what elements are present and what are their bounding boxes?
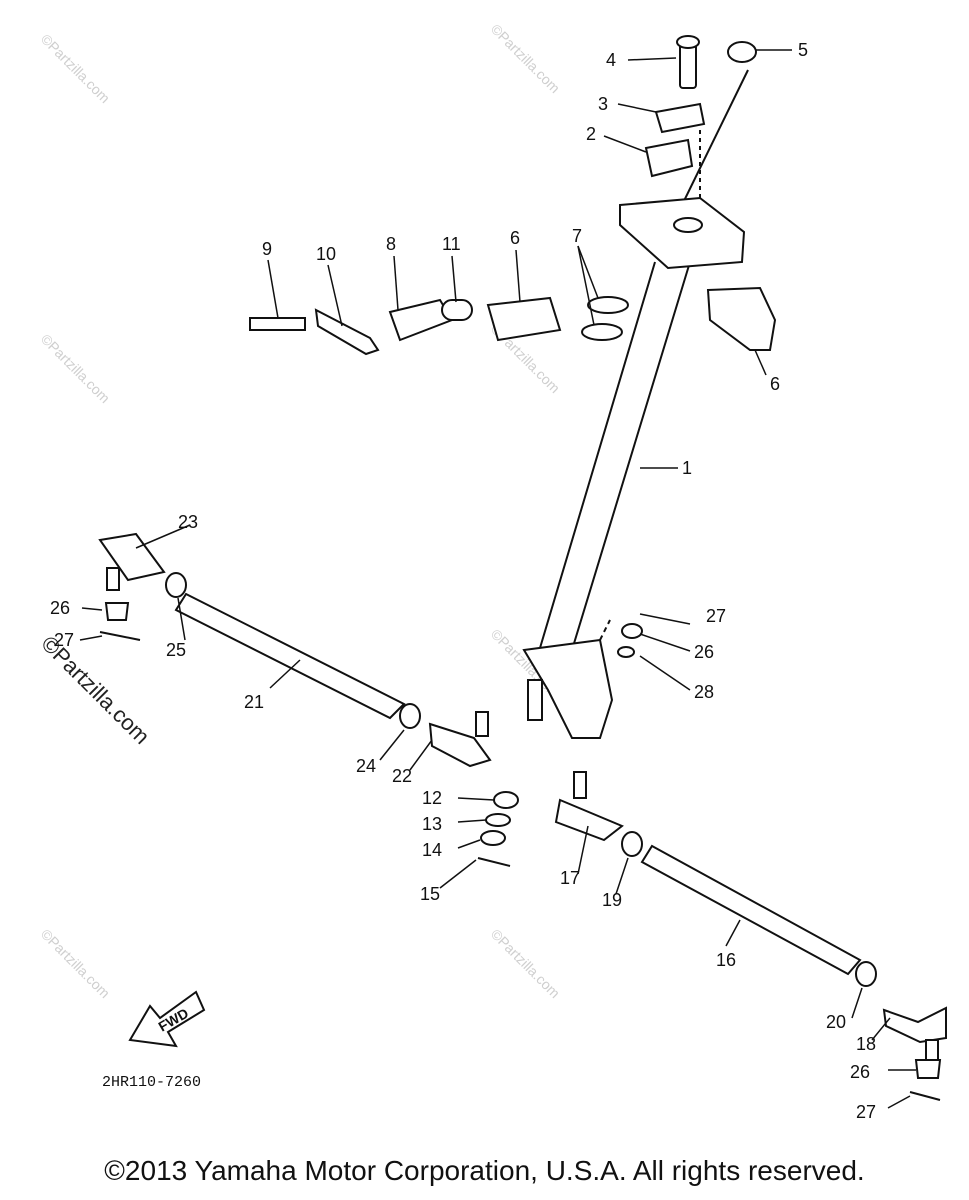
- callout-5: 5: [798, 40, 808, 60]
- callout-9: 9: [262, 239, 272, 259]
- callout-11: 11: [442, 234, 461, 254]
- watermark-group: ©Partzilla.com ©Partzilla.com ©Partzilla…: [36, 21, 563, 1001]
- watermark: ©Partzilla.com: [38, 331, 113, 406]
- callout-15: 15: [420, 884, 440, 904]
- callout-10: 10: [316, 244, 336, 264]
- callout-26-left: 26: [50, 598, 70, 618]
- leader-lines: [79, 49, 916, 1109]
- handlebar-holder: [619, 35, 757, 270]
- callout-6-right: 6: [770, 374, 780, 394]
- watermark: ©Partzilla.com: [38, 926, 113, 1001]
- callout-8: 8: [386, 234, 396, 254]
- callout-25: 25: [166, 640, 186, 660]
- callout-21: 21: [244, 692, 264, 712]
- callout-26-right-lower: 26: [850, 1062, 870, 1082]
- callout-27-right-upper: 27: [706, 606, 726, 626]
- copyright-notice: ©2013 Yamaha Motor Corporation, U.S.A. A…: [104, 1155, 865, 1186]
- callout-6-middle: 6: [510, 228, 520, 248]
- callout-16: 16: [716, 950, 736, 970]
- callout-14: 14: [422, 840, 442, 860]
- callout-1: 1: [682, 458, 692, 478]
- pitman-arm: [477, 623, 643, 867]
- callout-12: 12: [422, 788, 442, 808]
- callout-28: 28: [694, 682, 714, 702]
- left-tie-rod: [98, 532, 492, 768]
- callout-13: 13: [422, 814, 442, 834]
- callout-22: 22: [392, 766, 412, 786]
- callout-27-right-lower: 27: [856, 1102, 876, 1122]
- diagram-code: 2HR110-7260: [102, 1074, 201, 1091]
- callout-7: 7: [572, 226, 582, 246]
- callout-2: 2: [586, 124, 596, 144]
- clamp-parts: [249, 286, 777, 356]
- right-tie-rod: [554, 771, 947, 1101]
- callout-19: 19: [602, 890, 622, 910]
- callout-4: 4: [606, 50, 616, 70]
- callout-27-left: 27: [54, 630, 74, 650]
- callout-18: 18: [856, 1034, 876, 1054]
- parts-diagram: ©Partzilla.com ©Partzilla.com ©Partzilla…: [36, 21, 947, 1122]
- callout-17: 17: [560, 868, 580, 888]
- fwd-arrow: FWD: [128, 990, 206, 1048]
- callout-24: 24: [356, 756, 376, 776]
- watermark: ©Partzilla.com: [488, 21, 563, 96]
- callouts: 1 2 3 4 5 6 6 7 8 9 10 11 12 13 14 15 16…: [50, 40, 876, 1122]
- watermark: ©Partzilla.com: [488, 926, 563, 1001]
- callout-3: 3: [598, 94, 608, 114]
- watermark: ©Partzilla.com: [38, 31, 113, 106]
- callout-23: 23: [178, 512, 198, 532]
- callout-26-right-upper: 26: [694, 642, 714, 662]
- steering-shaft: [539, 69, 749, 651]
- callout-20: 20: [826, 1012, 846, 1032]
